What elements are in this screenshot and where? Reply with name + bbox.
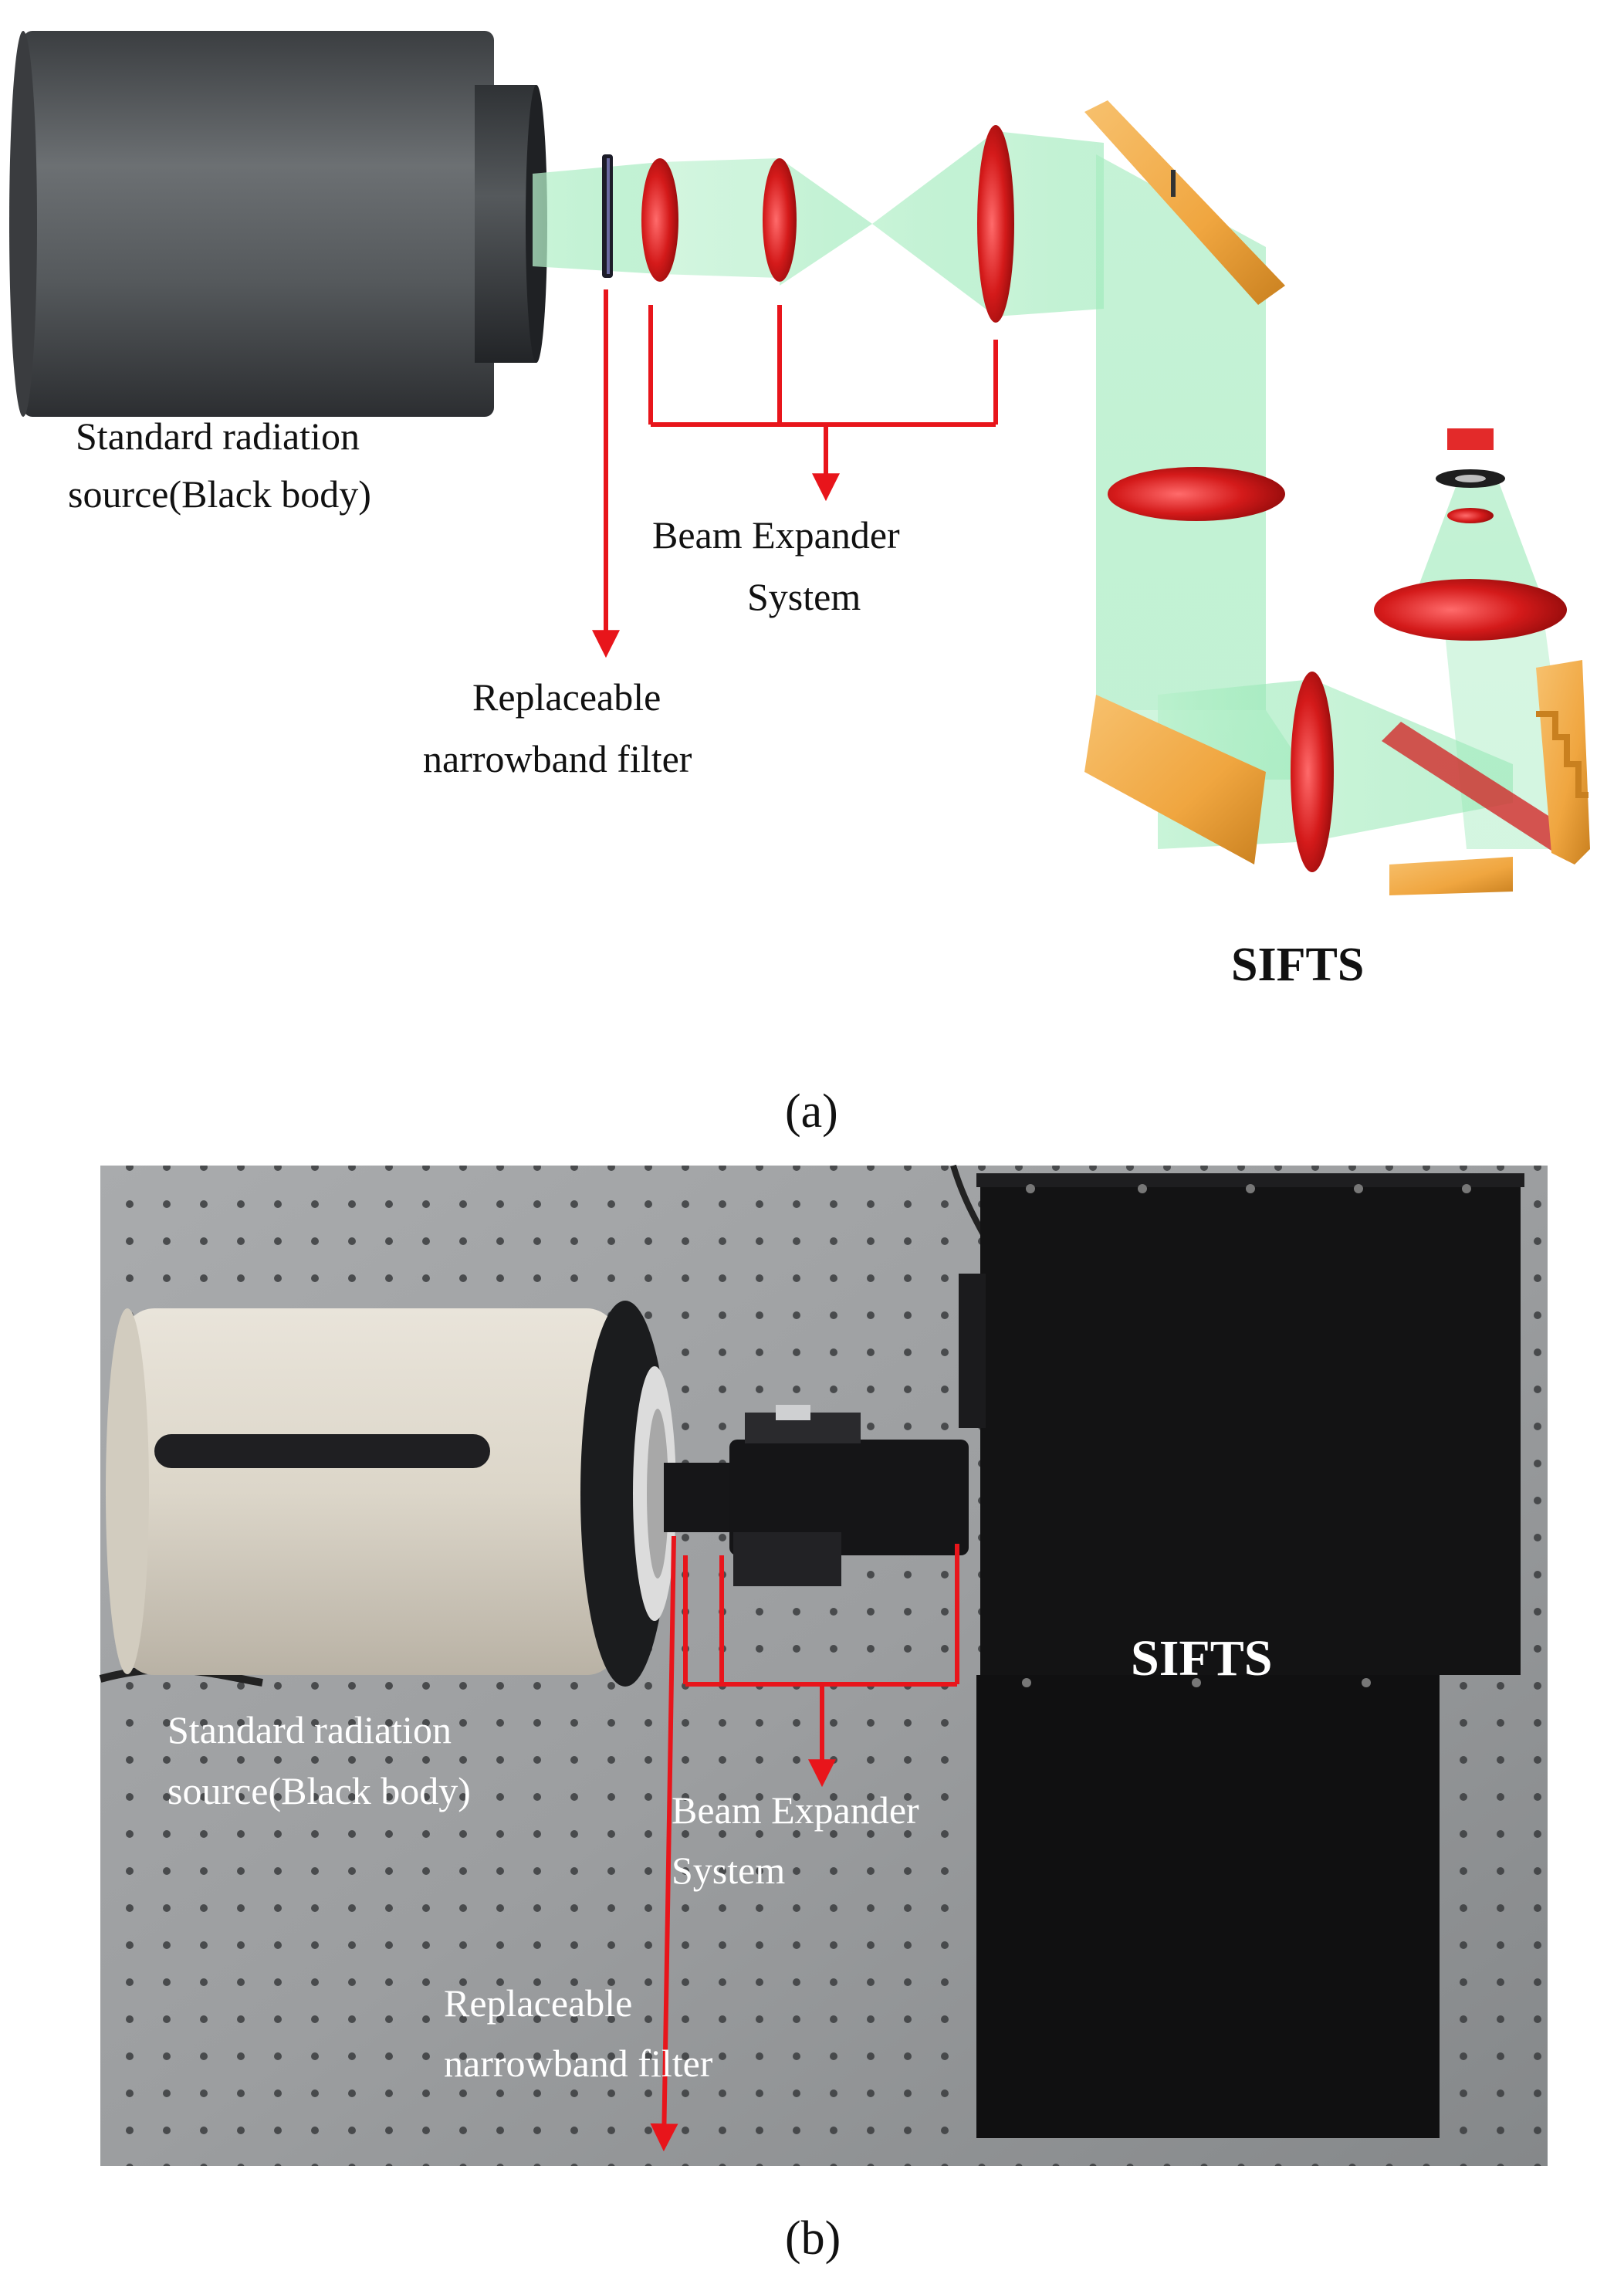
b-caption: (b) bbox=[785, 2212, 841, 2265]
annotation-lines-b bbox=[650, 1535, 959, 2152]
sifts-instrument-photo bbox=[959, 1173, 1524, 2138]
a-caption: (a) bbox=[785, 1085, 838, 1138]
b-expander-label-line2: System bbox=[672, 1849, 785, 1892]
b-source-label-line2: source(Black body) bbox=[167, 1769, 471, 1812]
panel-a-schematic: Standard radiation source(Black body) Be… bbox=[9, 31, 1590, 1138]
b-sifts-label: SIFTS bbox=[1131, 1630, 1272, 1687]
b-source-label-line1: Standard radiation bbox=[167, 1708, 452, 1751]
blackbody-source-photo bbox=[106, 1301, 676, 1687]
b-filter-label-line1: Replaceable bbox=[444, 1981, 632, 2025]
a-sifts-label: SIFTS bbox=[1231, 939, 1364, 991]
blackbody-source-illustration bbox=[9, 31, 547, 417]
a-filter-label-line2: narrowband filter bbox=[423, 737, 692, 780]
annotation-lines-a bbox=[592, 289, 998, 658]
a-source-label-line2: source(Black body) bbox=[68, 472, 371, 516]
a-expander-label-line1: Beam Expander bbox=[652, 513, 900, 557]
beam-expander-lenses bbox=[641, 125, 1014, 323]
b-expander-label-line1: Beam Expander bbox=[672, 1788, 919, 1832]
beam-expander-photo bbox=[664, 1405, 969, 1586]
b-filter-label-line2: narrowband filter bbox=[444, 2042, 713, 2085]
panel-b-photo: Standard radiation source(Black body) Be… bbox=[99, 1164, 1548, 2265]
narrowband-filter-illustration bbox=[602, 154, 613, 278]
sifts-optics-illustration bbox=[1084, 100, 1590, 895]
a-filter-label-line1: Replaceable bbox=[472, 675, 661, 719]
a-source-label-line1: Standard radiation bbox=[76, 415, 360, 458]
a-expander-label-line2: System bbox=[747, 575, 861, 618]
